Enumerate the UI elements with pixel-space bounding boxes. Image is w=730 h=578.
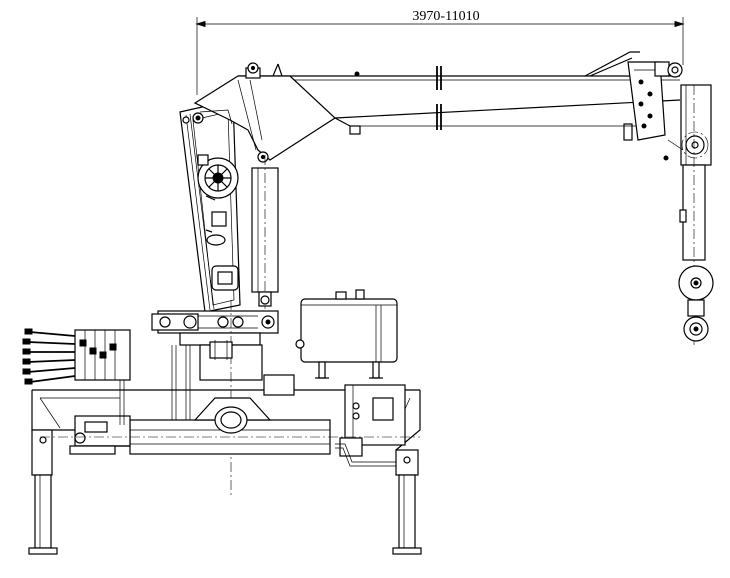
reach-dimension: 3970-11010 (195, 9, 685, 95)
right-outrigger-leg (392, 449, 422, 555)
hydraulic-tank (295, 289, 398, 379)
hook-block (663, 84, 714, 345)
left-outrigger-leg (28, 429, 58, 555)
slewing-base (151, 300, 279, 498)
boom-heel (193, 62, 336, 163)
reach-dimension-label: 3970-11010 (412, 9, 479, 24)
control-valve-bank (22, 328, 131, 385)
crane-column (179, 99, 241, 313)
luffing-cylinder (251, 155, 279, 315)
main-boom (238, 66, 681, 141)
base-frame (31, 374, 421, 467)
boom-tip (584, 51, 683, 141)
